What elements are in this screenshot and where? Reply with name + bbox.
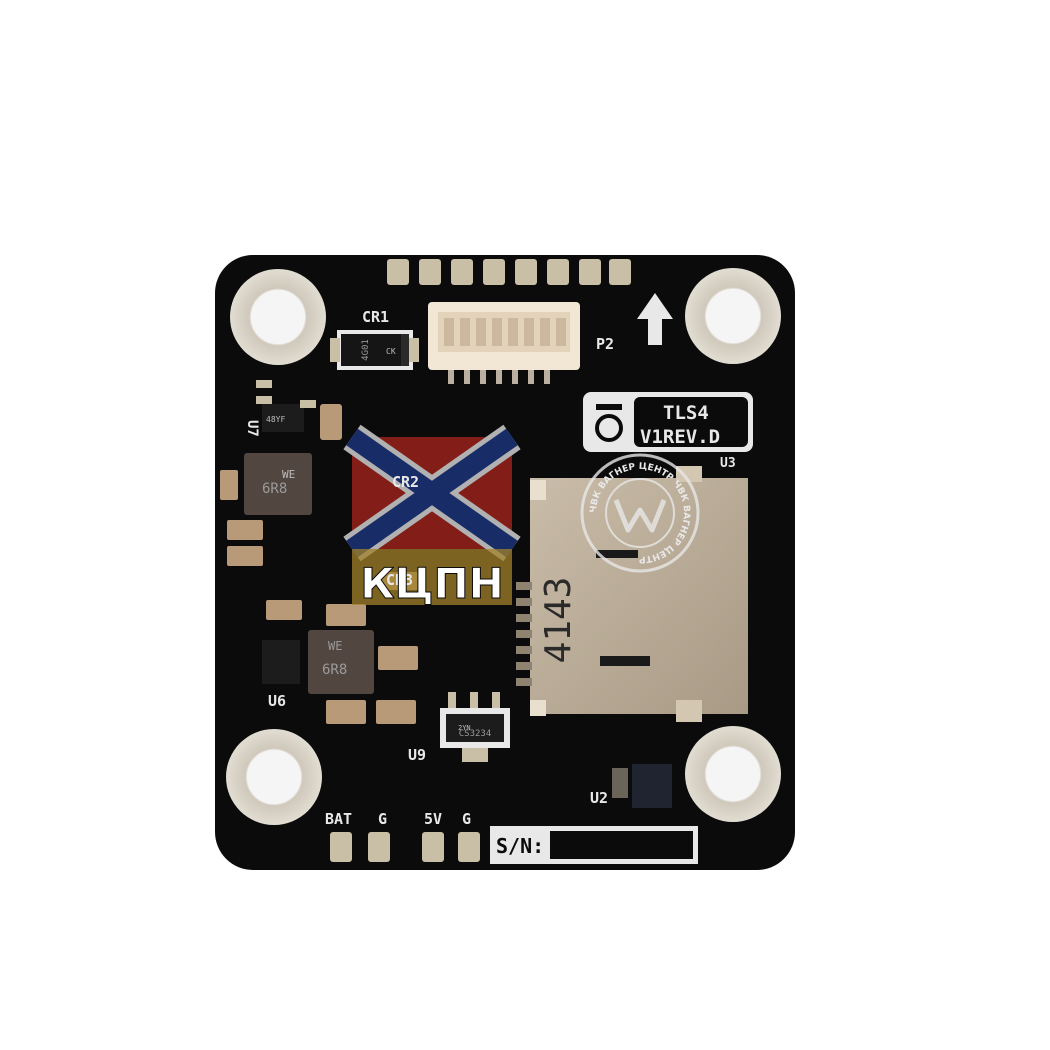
inductor-top: 6R8 (244, 453, 312, 515)
inductor-top-value: 6R8 (262, 481, 287, 497)
label-model-line1: TLS4 (663, 402, 709, 424)
inductor-top-brand: WE (282, 468, 295, 481)
label-bat: BAT (325, 810, 352, 828)
p2-connector (428, 302, 580, 384)
label-u7: U7 (244, 420, 260, 437)
cr1-chip-mark: 4G01 (361, 339, 371, 361)
label-u6: U6 (268, 692, 286, 710)
label-model-line2: V1REV.D (640, 426, 720, 448)
label-u9: U9 (408, 746, 426, 764)
sd-card-number: 4143 (538, 577, 579, 664)
label-g2: G (462, 810, 471, 828)
label-p2: P2 (596, 335, 614, 353)
u7-chip-mark: 48YF (266, 415, 285, 424)
label-g1: G (378, 810, 387, 828)
mount-hole-tr (685, 268, 781, 364)
u7-chip (256, 380, 316, 432)
power-pads (330, 832, 480, 862)
label-cr1: CR1 (362, 308, 389, 326)
flag-label: КЦПН (360, 559, 504, 608)
flag-label-band (352, 549, 512, 605)
mount-hole-tl (230, 269, 326, 365)
inductor-bottom: WE 6R8 (308, 630, 374, 694)
model-badge (583, 392, 753, 452)
u9-chip-mark: CS3234 (459, 729, 492, 739)
inductor-bottom-brand: WE (328, 639, 342, 653)
flag-watermark (343, 424, 521, 562)
header-pads-top (387, 259, 631, 285)
cr1-chip-mark2: CK (386, 347, 396, 356)
mount-hole-br (685, 726, 781, 822)
passives (220, 404, 418, 724)
label-cr2: CR2 (392, 473, 419, 491)
inductor-bottom-value: 6R8 (322, 662, 347, 678)
seal-watermark (580, 453, 700, 573)
cr1-diode: 4G01 (330, 330, 419, 370)
label-5v: 5V (424, 810, 442, 828)
u2-sensor (612, 764, 672, 808)
sd-card-slot: 4143 (516, 466, 748, 722)
u9-chip-mark2: 2YN (458, 724, 471, 732)
u6-chip (262, 640, 300, 684)
label-sn: S/N: (496, 834, 544, 858)
label-cr3: CR3 (386, 571, 413, 589)
label-u3: U3 (720, 456, 736, 471)
label-u2: U2 (590, 789, 608, 807)
mount-hole-bl (226, 729, 322, 825)
u9-chip: CS3234 (440, 692, 510, 762)
arrow-up-icon (637, 293, 673, 345)
serial-number-box (490, 826, 698, 864)
